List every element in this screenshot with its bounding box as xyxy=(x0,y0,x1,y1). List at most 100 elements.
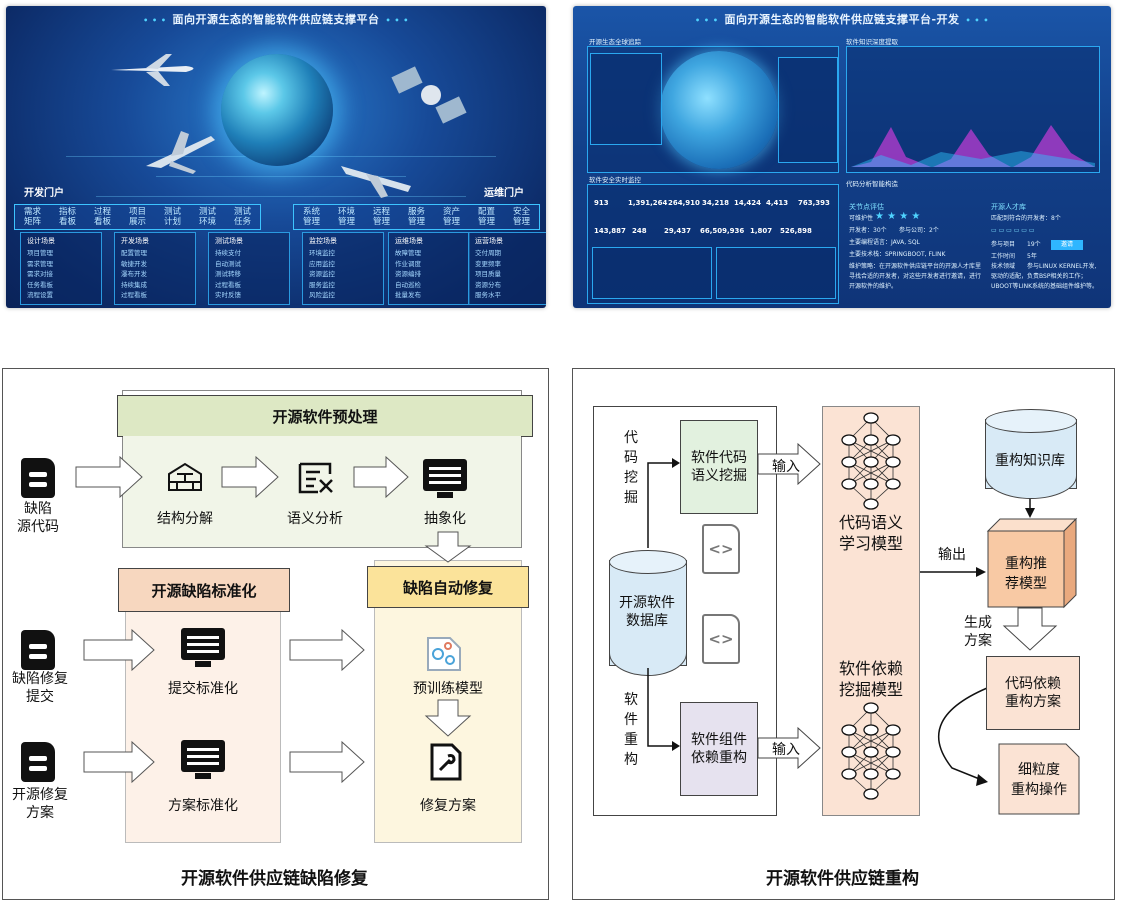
security-panel: 913 1,391,264 264,910 34,218 14,424 4,41… xyxy=(587,184,839,304)
step-label: 结构分解 xyxy=(157,511,213,527)
dashboard-title: 面向开源生态的智能软件供应链支撑平台-开发 xyxy=(573,11,1111,27)
scene-monitor[interactable]: 监控场景 环境监控应用监控资源监控服务监控风险监控 xyxy=(302,232,384,305)
data-table xyxy=(716,247,836,299)
key-eval-title: 关节点评估 xyxy=(849,203,884,211)
refactor-caption: 开源软件供应链重构 xyxy=(766,869,919,889)
autofix-header: 缺陷自动修复 xyxy=(367,566,529,608)
input-label: 输入 xyxy=(772,459,800,475)
input-label: 输入 xyxy=(772,742,800,758)
dev-nav-item[interactable]: 测试任务 xyxy=(233,207,251,227)
fix-label: 预训练模型 xyxy=(413,681,483,697)
fine-operation-doc xyxy=(998,743,1080,815)
model-label: 代码语义 学习模型 xyxy=(838,513,903,553)
scene-design[interactable]: 设计场景 项目管理需求管理需求对接任务看板流程设置 xyxy=(20,232,102,305)
panel-title: 软件安全实时监控 xyxy=(589,176,641,184)
talent-title: 开源人才库 xyxy=(991,203,1026,211)
database-cylinder xyxy=(609,550,687,676)
input-label: 缺陷修复 提交 xyxy=(12,671,68,705)
globe-panel xyxy=(587,46,839,173)
info-card xyxy=(590,53,662,145)
ops-nav-item[interactable]: 环境管理 xyxy=(337,207,355,227)
step-label: 抽象化 xyxy=(424,511,466,527)
fix-label: 修复方案 xyxy=(420,798,476,814)
recommend-cube xyxy=(986,517,1078,609)
scene-test[interactable]: 测试场景 持续支付自动测试测试转移过程看板实时反馈 xyxy=(208,232,290,305)
device-icons: ▭ ▭ ▭ ▭ ▭ ▭ xyxy=(991,227,1035,234)
generate-label: 生成 方案 xyxy=(964,615,992,649)
dev-portal-label: 开发门户 xyxy=(24,188,64,199)
satellite-icon xyxy=(391,66,467,124)
fine-label: 细粒度 重构操作 xyxy=(1011,762,1067,798)
document-icon xyxy=(21,458,55,498)
database-label: 开源软件 数据库 xyxy=(619,595,675,629)
ops-nav-item[interactable]: 系统管理 xyxy=(302,207,320,227)
dashboard-title: 面向开源生态的智能软件供应链支撑平台 xyxy=(6,11,546,27)
dependency-refactor-box: 软件组件 依赖重构 xyxy=(680,702,758,796)
scene-operation[interactable]: 运营场景 交付周期变更频率项目质量资源分布服务水平 xyxy=(468,232,546,305)
dashboard-portal: 面向开源生态的智能软件供应链支撑平台 开发门户 运维门户 需求矩阵 指标看板 过… xyxy=(6,6,546,308)
circuit-line xyxy=(96,196,466,197)
monitor-icon xyxy=(181,740,225,780)
input-label: 开源修复 方案 xyxy=(12,787,68,821)
code-file-icon: <> xyxy=(702,524,740,574)
airliner-icon xyxy=(111,54,194,86)
refactor-arrows xyxy=(647,442,1058,786)
std-label: 方案标准化 xyxy=(168,798,238,814)
earth-globe xyxy=(221,54,333,166)
ops-nav-item[interactable]: 资产管理 xyxy=(442,207,460,227)
neural-network-icon xyxy=(841,702,901,800)
dev-nav-item[interactable]: 指标看板 xyxy=(58,207,76,227)
step-label: 语义分析 xyxy=(287,511,343,527)
code-mining-label: 代码挖掘 xyxy=(624,430,638,506)
sw-refactor-label: 软件重构 xyxy=(624,692,638,768)
input-label: 缺陷 源代码 xyxy=(17,501,59,535)
data-table xyxy=(592,247,712,299)
dev-nav-item[interactable]: 项目展示 xyxy=(128,207,146,227)
dependency-plan-box: 代码依赖 重构方案 xyxy=(986,656,1080,730)
code-file-icon: <> xyxy=(702,614,740,664)
panel-title: 软件知识深度提取 xyxy=(846,38,898,46)
neural-network-icon xyxy=(841,412,901,510)
standardize-bg xyxy=(125,580,281,843)
star-rating: ★ ★ ★ ★ xyxy=(875,211,921,222)
kb-label: 重构知识库 xyxy=(995,453,1065,469)
scene-dev[interactable]: 开发场景 配置管理敏捷开发瀑布开发持续集成过程看板 xyxy=(114,232,196,305)
monitor-icon xyxy=(423,459,467,499)
circuit-line xyxy=(156,176,406,177)
dev-nav-item[interactable]: 测试环境 xyxy=(198,207,216,227)
data-source-region xyxy=(593,406,777,816)
fighter-jet-icon xyxy=(146,131,215,174)
document-icon xyxy=(21,630,55,670)
circuit-line xyxy=(306,156,496,157)
invite-button[interactable]: 邀请 xyxy=(1051,240,1083,250)
dashboard-dev: 面向开源生态的智能软件供应链支撑平台-开发 开源生态全球追踪 软件知识深度提取 … xyxy=(573,6,1111,308)
dev-nav-item[interactable]: 过程看板 xyxy=(93,207,111,227)
circuit-line xyxy=(66,156,266,157)
ops-nav-item[interactable]: 服务管理 xyxy=(407,207,425,227)
output-label: 输出 xyxy=(938,547,966,563)
ops-nav-item[interactable]: 安全管理 xyxy=(512,207,530,227)
ops-nav-item[interactable]: 配置管理 xyxy=(477,207,495,227)
edit-document-icon xyxy=(298,462,333,494)
semantic-mining-box: 软件代码 语义挖掘 xyxy=(680,420,758,514)
repair-document-icon xyxy=(430,743,462,781)
document-icon xyxy=(21,742,55,782)
recommend-label: 重构推 荐模型 xyxy=(1005,556,1047,592)
dev-nav-row: 需求矩阵 指标看板 过程看板 项目展示 测试计划 测试环境 测试任务 xyxy=(14,204,261,230)
model-label: 软件依赖 挖掘模型 xyxy=(838,659,903,699)
std-label: 提交标准化 xyxy=(168,681,238,697)
monitor-icon xyxy=(181,628,225,668)
ops-portal-label: 运维门户 xyxy=(484,188,524,199)
brick-wall-icon xyxy=(168,462,202,491)
knowledge-panel xyxy=(846,46,1100,173)
scene-ops[interactable]: 运维场景 故障管理作业调度资源编排自动巡检批量发布 xyxy=(388,232,470,305)
dev-nav-item[interactable]: 需求矩阵 xyxy=(23,207,41,227)
panel-title: 开源生态全球追踪 xyxy=(589,38,641,46)
earth-globe xyxy=(660,51,778,169)
ops-nav-item[interactable]: 远程管理 xyxy=(372,207,390,227)
dev-nav-item[interactable]: 测试计划 xyxy=(163,207,181,227)
pretrained-model-icon xyxy=(427,637,461,671)
knowledge-base-cylinder xyxy=(985,409,1077,499)
repair-caption: 开源软件供应链缺陷修复 xyxy=(181,869,368,889)
standardize-header: 开源缺陷标准化 xyxy=(118,568,290,612)
